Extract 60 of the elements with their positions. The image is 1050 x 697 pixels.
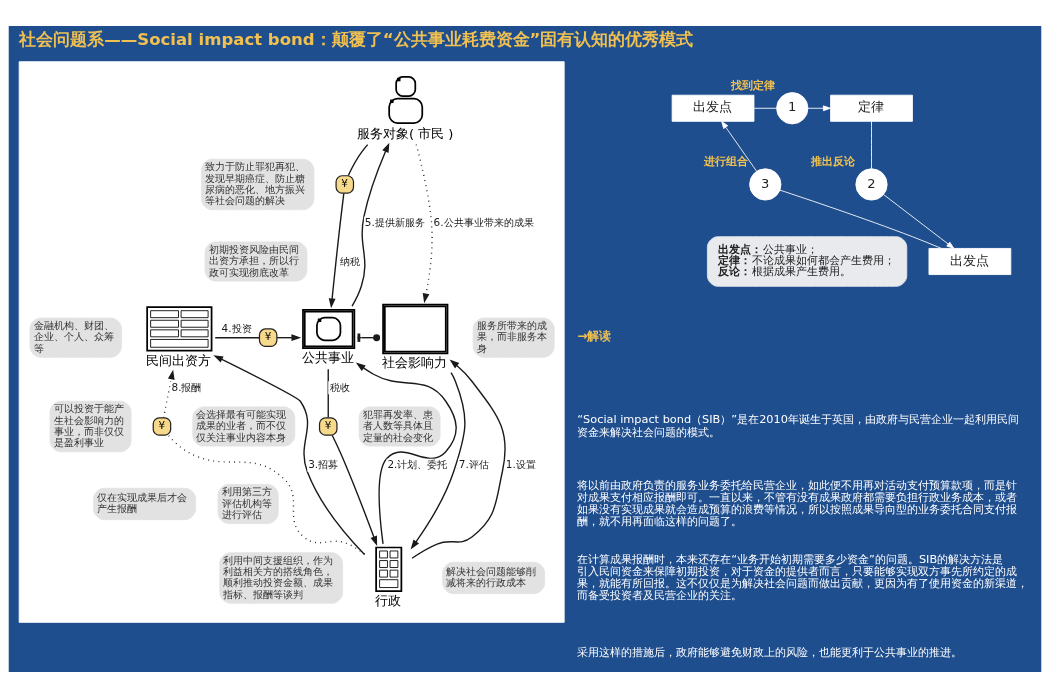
edge-label: 2.计划、委托 [387,457,448,470]
node-label: 公共事业 [302,349,355,365]
connector [327,368,329,418]
arrow [213,354,366,555]
node-box [375,546,403,592]
label: “Social impact bond（SIB）”是在2010年诞生于英国，由政府与民营企业一起利用民间资金来解决社会问题的模式。 [577,412,1019,439]
edge-label: 1.设置 [505,457,536,470]
edge-label: 7.评估 [458,457,489,470]
label: 采用这样的措施后，政府能够避免财政上的风险，也能更利于公共事业的推进。 [577,645,963,659]
node-label: 找到定律 [731,78,776,92]
node-box: 服务所带来的成果，而非服务本身 [472,317,555,358]
cluster [18,60,565,623]
node-label: 进行组合 [704,154,749,168]
node-circle: 1 [776,91,809,124]
arrow [351,142,390,307]
node-box: 初期投资风险由民间出资方承担，所以行政可实现彻底改革 [204,240,308,282]
node-box: 仅在实现成果后才会产生报酬 [93,487,196,520]
node-label: 服务对象( 市民 ) [356,125,454,141]
label: 将以前由政府负责的服务业务委托给民营企业，如此便不用再对活动支付预算款项，而是针对成果支付相应报酬即可。一直以来，不管有没有成果政府都需要负担行政业务成本，或者如果没有实现成果就会造成预算的浪费等情况，所以按照成果导向型的业务委托合同支付报酬，就不用再面临这样的问题了。 [577,478,1018,528]
edge-label: 6.公共事业带来的成果 [433,215,534,228]
edge-label: 纳税 [339,254,360,267]
node-box: 出发点 [928,247,1012,275]
connector [347,143,369,176]
node-box: 定律 [830,94,913,122]
node-label: 社会影响力 [382,354,448,370]
node-label: 行政 [375,592,402,608]
node-box: 会选择最有可能实现成果的业者，而不仅仅关注事业内容本身 [192,405,296,446]
node-box: 利用中间支援组织，作为利益相关方的搭线角色，顺利推动投资金额、成果指标、报酬等谈判 [219,551,344,604]
connector [214,336,261,338]
arrow [807,104,831,111]
node-box: 解决社会问题能够削减将来的行政成本 [442,561,546,594]
arrow [721,120,758,172]
edge-label: 5.提供新服务 [364,215,425,228]
node-box: 出发点 [671,94,755,122]
node-box [146,305,213,352]
arrow [410,371,466,549]
node-box: 利用第三方评估机构等进行评估 [217,483,279,524]
node-box: 可以投资于能产生社会影响力的事业，而非仅仅是盈利事业 [49,400,132,452]
node-box: 出发点：公共事业； 定律：不论成果如何都会产生费用； 反论：根据成果产生费用。 [706,235,908,287]
node-circle: 3 [749,167,782,201]
node-box: 致力于防止罪犯再犯、发现早期癌症、防止糖尿病的恶化、地方振兴等社会问题的解决 [201,158,315,210]
connector [753,107,777,109]
node-box: 金融机构、财团、企业、个人、众筹等 [29,317,122,358]
node-label: 民间出资方 [146,352,212,368]
diagram-title: 社会问题系——Social impact bond：颠覆了“公共事业耗费资金”固有认知的优秀模式 [19,29,694,49]
edge-label: 3.招募 [308,457,339,470]
label: 在计算成果报酬时，本来还存在“业务开始初期需要多少资金”的问题。SIB的解决方法是引入民间资金来保障初期投资，对于资金的提供者而言，只要能够实现双方事先所约定的成果，就能有所回报。这不仅仅是为解决社会问题而做出贡献，更因为有了使用资金的新渠道，而备受投资者及民营企业的关注。 [577,552,1029,602]
arrow [883,193,955,249]
label: →解读 [577,328,612,343]
edge-label: 8.报酬 [171,380,202,393]
arrow [328,192,345,308]
connector [871,120,872,169]
edge-label: 税收 [329,380,350,393]
arrow [331,434,378,546]
connector [167,434,366,555]
edge-label: 4.投资 [221,321,252,334]
node-circle: 2 [855,167,888,201]
arrow [411,359,506,559]
node-label: 推出反论 [810,154,855,168]
node-box: 犯罪再发率、患者人数等具体且定量的社会变化 [358,405,441,446]
